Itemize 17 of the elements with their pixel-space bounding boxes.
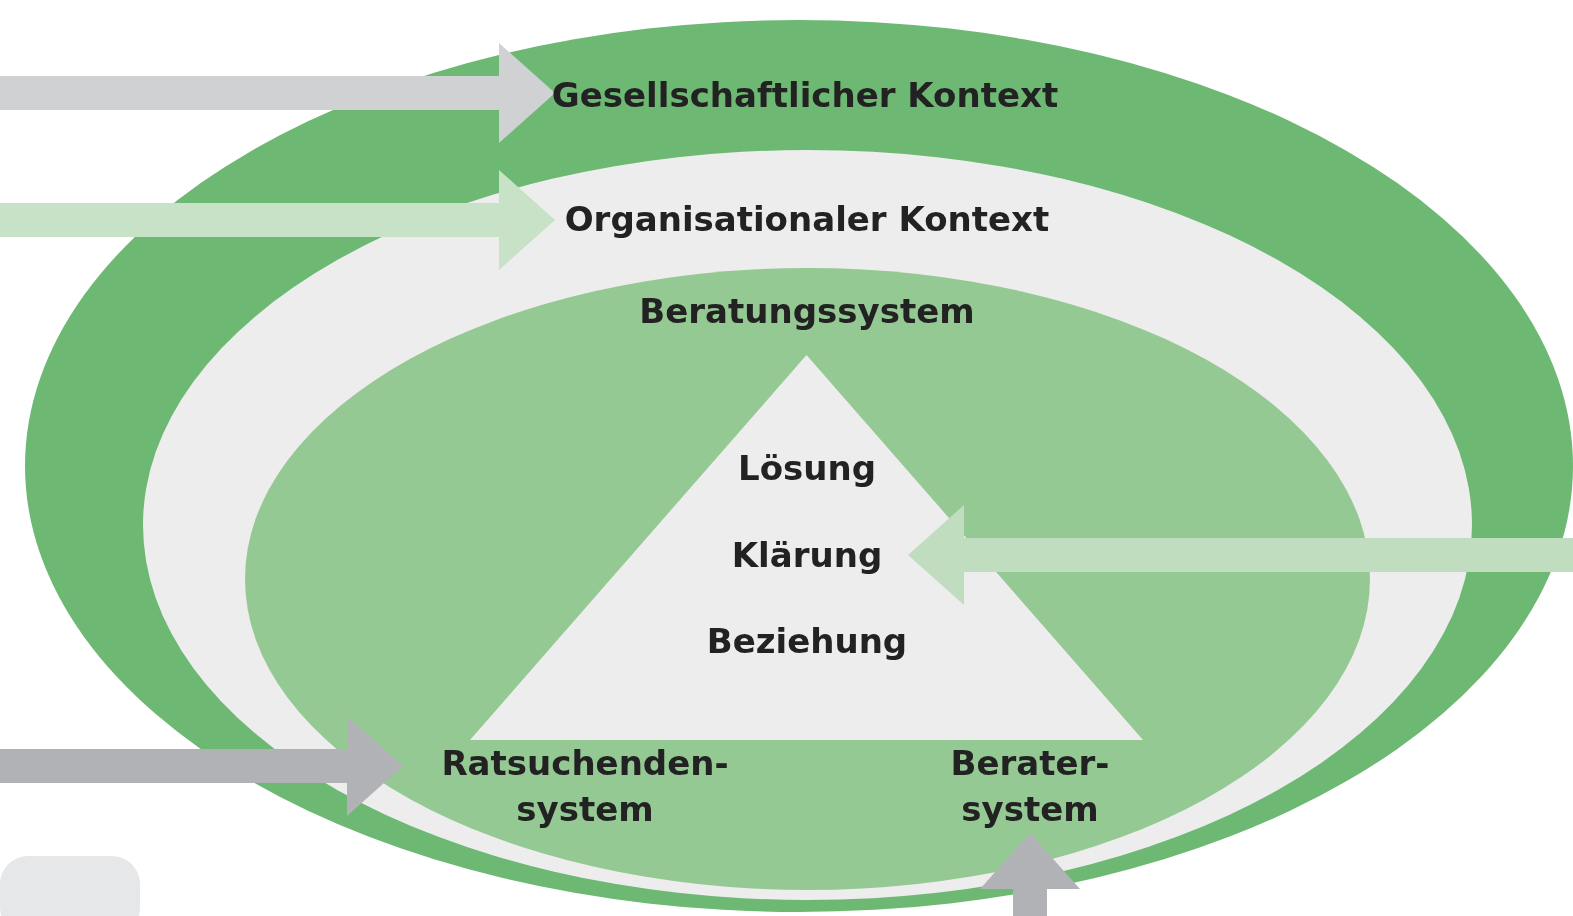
block-arrow xyxy=(0,716,403,816)
triangle-shape xyxy=(470,355,1143,740)
heading-text: Lösung xyxy=(737,447,877,490)
block-arrow xyxy=(0,43,555,143)
system-label: Berater- system xyxy=(949,742,1111,831)
block-arrow xyxy=(0,170,555,270)
heading-text: Beziehung xyxy=(705,620,909,663)
context-ellipse xyxy=(143,150,1472,900)
heading-text: Klärung xyxy=(730,534,884,577)
heading-text: Beratungssystem xyxy=(638,290,976,333)
system-label: Ratsuchenden- system xyxy=(440,742,730,831)
system-ellipse xyxy=(245,268,1370,890)
context-ellipse xyxy=(25,20,1573,912)
block-arrow xyxy=(980,833,1080,916)
heading-text: Organisationaler Kontext xyxy=(563,198,1051,241)
block-arrow xyxy=(908,505,1573,605)
heading-text: Gesellschaftlicher Kontext xyxy=(550,74,1060,117)
